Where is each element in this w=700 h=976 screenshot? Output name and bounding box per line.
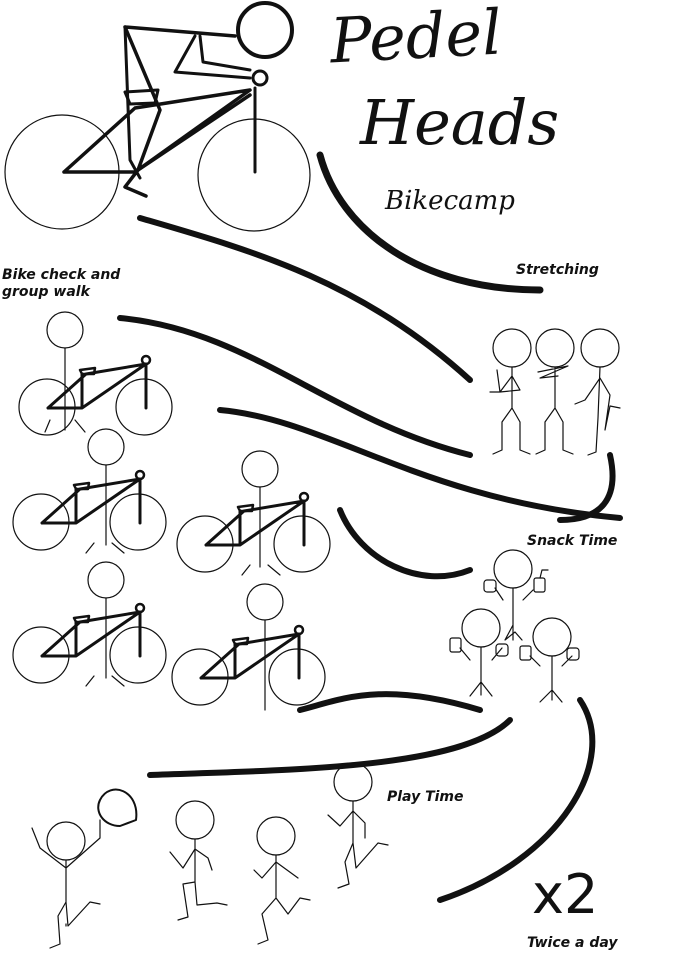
snack-time-label: Snack Time: [527, 533, 618, 549]
repeat-caption: Twice a day: [527, 935, 618, 951]
play-time-label: Play Time: [387, 789, 464, 805]
snack-figures: [449, 549, 580, 703]
bike-check-label: Bike check and group walk: [2, 267, 120, 301]
repeat-multiplier: x2: [532, 863, 599, 926]
title-line-2: Heads: [360, 86, 560, 159]
bike-walk-figures: [12, 311, 331, 711]
bike-check-label-line-1: Bike check and: [2, 267, 121, 283]
stretching-label: Stretching: [516, 262, 599, 278]
stretching-figures: [489, 328, 621, 456]
title-subtitle: Bikecamp: [385, 186, 515, 216]
play-figures: [31, 762, 389, 949]
bike-check-label-line-2: group walk: [2, 284, 90, 300]
cyclist-icon: [4, 1, 311, 232]
title-line-1: Pedel: [328, 0, 504, 78]
